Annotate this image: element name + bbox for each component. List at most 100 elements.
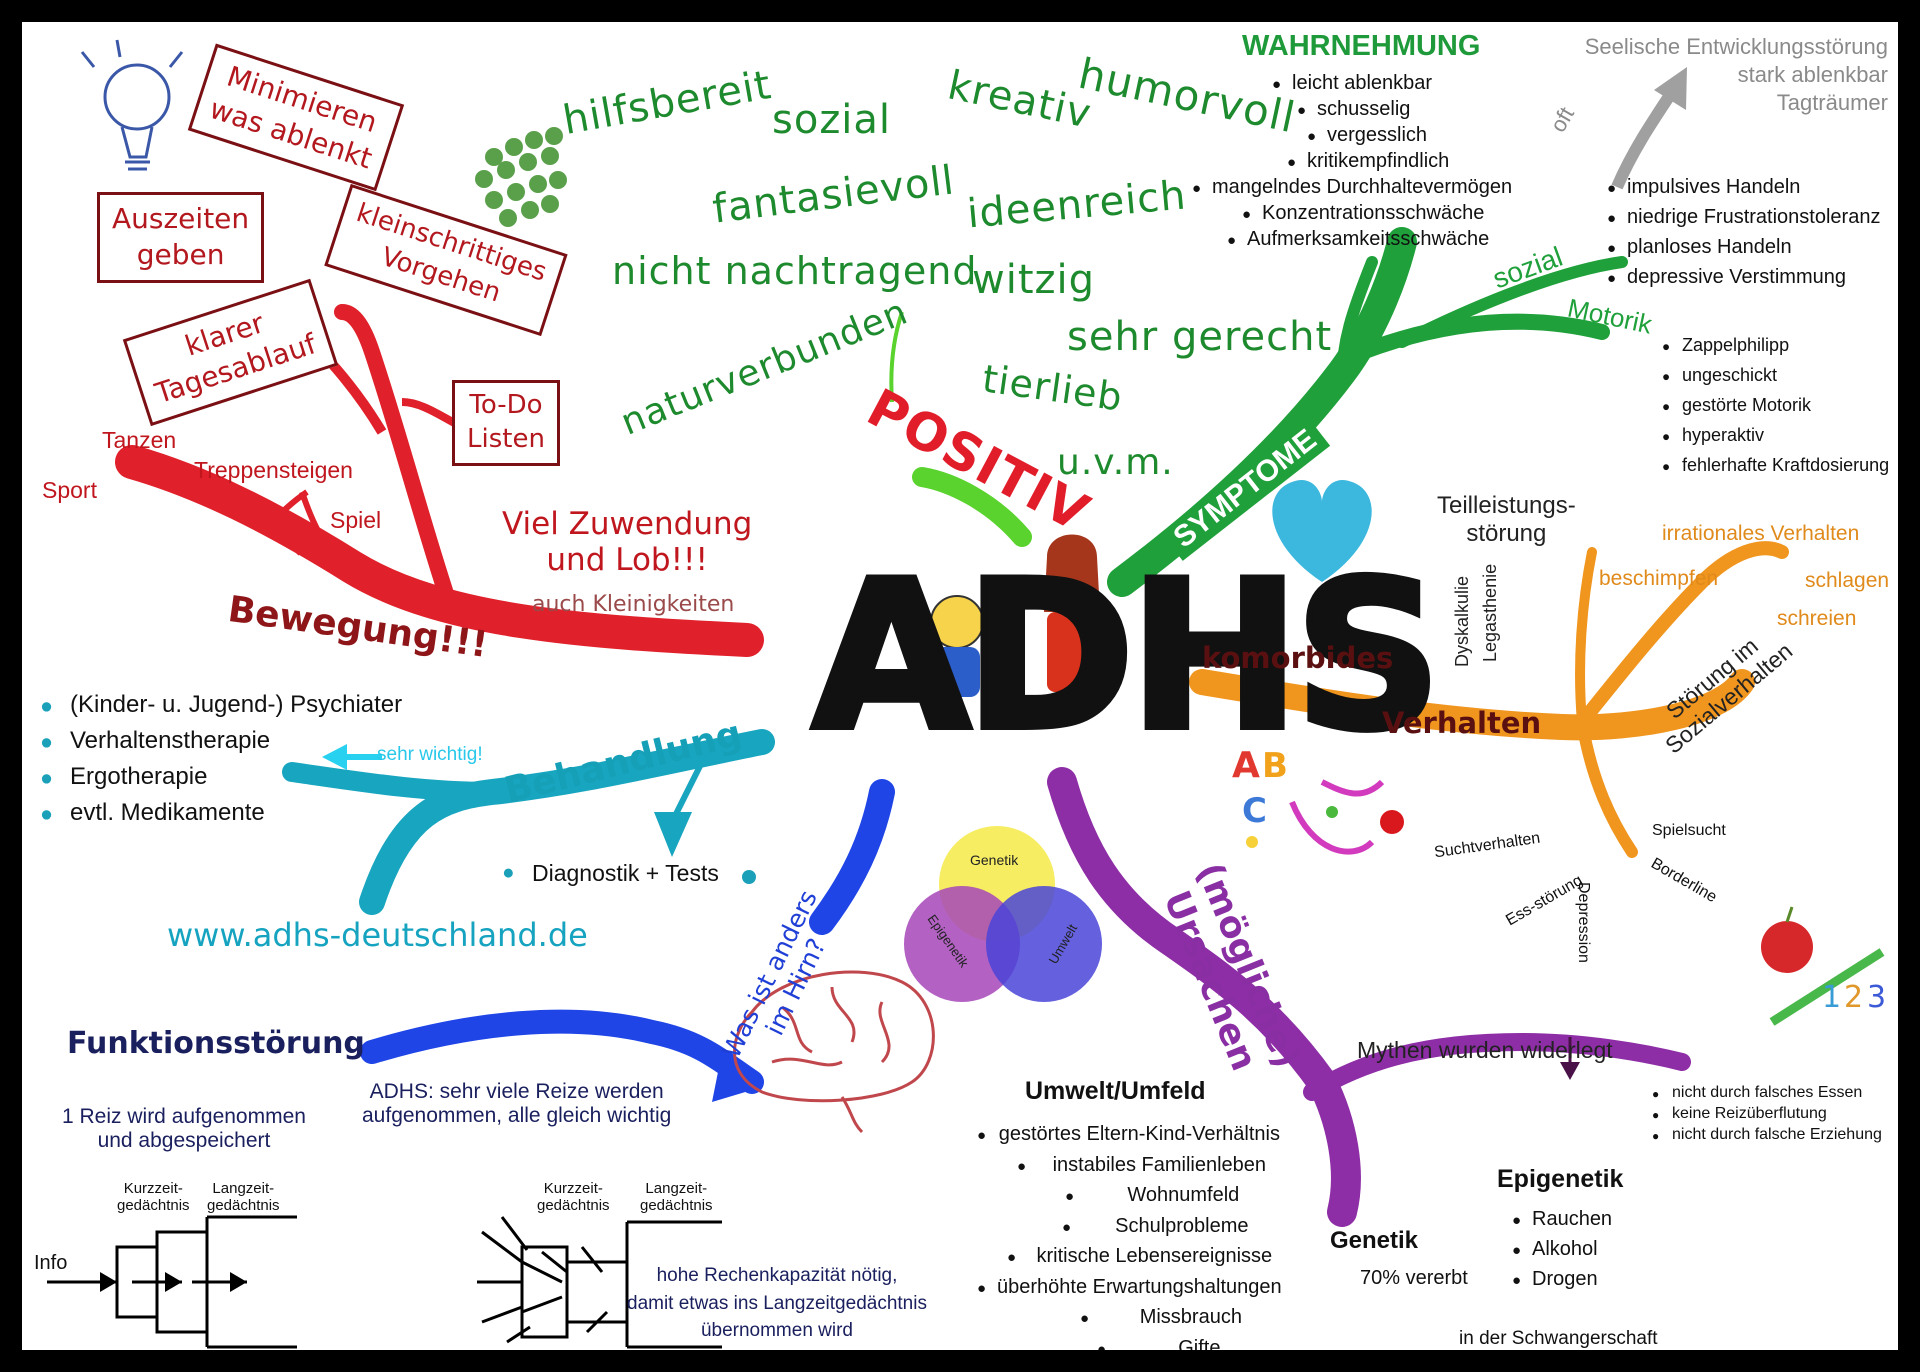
umwelt-list: gestörtes Eltern-Kind-Verhältnis instabi… xyxy=(977,1119,1282,1350)
genetik-value: 70% vererbt xyxy=(1360,1267,1468,1289)
website-link[interactable]: www.adhs-deutschland.de xyxy=(167,916,588,954)
umwelt-item: gestörtes Eltern-Kind-Verhältnis xyxy=(977,1119,1282,1151)
kleinigkeiten-label: auch Kleinigkeiten xyxy=(532,592,735,617)
positiv-uvm: u.v.m. xyxy=(1057,442,1174,483)
treppen-label: Treppensteigen xyxy=(194,457,353,483)
memory-arrowhead xyxy=(230,1272,247,1292)
behandlung-arrow xyxy=(654,812,692,857)
behandlung-item: Verhaltenstherapie xyxy=(40,723,402,760)
seelisch-line-2: stark ablenkbar xyxy=(1737,62,1888,87)
motorik-item: hyperaktiv xyxy=(1662,420,1889,452)
symptome-subbranch xyxy=(1354,313,1610,360)
wahrnehmung-item: vergesslich xyxy=(1307,122,1512,150)
wahrnehmung-item: mangelndes Durchhaltevermögen xyxy=(1192,174,1512,202)
depression-label: Depression xyxy=(1575,882,1592,963)
motorik-list: Zappelphilipp ungeschickt gestörte Motor… xyxy=(1662,330,1889,482)
schreien-label: schreien xyxy=(1777,607,1857,630)
ursachen-subbranch xyxy=(1303,1032,1691,1101)
sozial-item: niedrige Frustrationstoleranz xyxy=(1607,202,1880,234)
wahrnehmung-item: leicht ablenkbar xyxy=(1272,70,1512,98)
svg-text:B: B xyxy=(1262,746,1288,786)
positiv-nicht-nachtragend: nicht nachtragend xyxy=(612,249,978,293)
dots-icon xyxy=(475,127,567,227)
teilleistung-label: Teilleistungs- störung xyxy=(1437,492,1576,547)
diagnostik-list: Diagnostik + Tests xyxy=(502,860,719,887)
green-stroke xyxy=(889,311,904,403)
zuwendung-label: Viel Zuwendung und Lob!!! xyxy=(502,506,753,578)
sozial-list: impulsives Handeln niedrige Frustrations… xyxy=(1607,172,1880,294)
dyskalkulie-label: Dyskalkulie xyxy=(1452,575,1472,667)
mythen-list: nicht durch falsches Essen keine Reizübe… xyxy=(1652,1082,1882,1147)
red-subbranch xyxy=(334,304,460,620)
irrational-label: irrationales Verhalten xyxy=(1662,522,1860,545)
motorik-item: Zappelphilipp xyxy=(1662,330,1889,362)
funktion-branch xyxy=(360,1009,764,1094)
motorik-item: gestörte Motorik xyxy=(1662,390,1889,422)
umwelt-title: Umwelt/Umfeld xyxy=(1025,1077,1206,1105)
wichtig-label: sehr wichtig! xyxy=(377,744,483,765)
epigenetik-item: Drogen xyxy=(1512,1264,1612,1296)
spiel-label: Spiel xyxy=(330,507,382,533)
branch-layer: A B C 1 2 3 ADHS xyxy=(47,39,1886,1349)
heart-icon xyxy=(1272,480,1372,582)
wahrnehmung-item: schusselig xyxy=(1297,96,1512,124)
umwelt-item: kritische Lebensereignisse xyxy=(1007,1241,1282,1273)
motorik-item: ungeschickt xyxy=(1662,360,1889,392)
orange-branch xyxy=(1189,669,1755,741)
diagnostik-end-dot xyxy=(742,870,756,884)
behandlung-item: evtl. Medikamente xyxy=(40,795,402,832)
epigenetik-item: Rauchen xyxy=(1512,1204,1612,1236)
cartoon-boy-icon xyxy=(930,595,984,697)
legasthenie-label: Legasthenie xyxy=(1480,563,1500,662)
info-label: Info xyxy=(34,1252,68,1274)
sozial-item: impulsives Handeln xyxy=(1607,172,1880,204)
wahrnehmung-item: Aufmerksamkeitsschwäche xyxy=(1227,226,1512,254)
schlagen-label: schlagen xyxy=(1805,569,1890,592)
lightbulb-icon xyxy=(80,39,184,171)
epigenetik-list: Rauchen Alkohol Drogen xyxy=(1512,1204,1612,1296)
red-subbranch xyxy=(190,472,306,556)
umwelt-item: instabiles Familienleben xyxy=(1017,1150,1282,1182)
mythen-item: nicht durch falsche Erziehung xyxy=(1652,1124,1882,1147)
venn-epigenetik xyxy=(904,886,1020,1002)
mythen-label: Mythen wurden widerlegt xyxy=(1357,1037,1613,1063)
epigenetik-item: Alkohol xyxy=(1512,1234,1612,1266)
wahrnehmung-list: leicht ablenkbar schusselig vergesslich … xyxy=(1192,70,1512,254)
komorbid-label-1: komorbides xyxy=(1202,641,1394,675)
brain-icon xyxy=(733,970,935,1134)
positiv-sehr-gerecht: sehr gerecht xyxy=(1067,314,1333,360)
oft-arrowhead xyxy=(1654,67,1687,110)
box-auszeiten: Auszeiten geben xyxy=(97,192,265,283)
spielsucht-label: Spielsucht xyxy=(1652,822,1726,839)
cartoon-woman-icon xyxy=(1044,534,1102,692)
schwangerschaft-label: in der Schwangerschaft xyxy=(1459,1328,1658,1349)
hirn-branch xyxy=(809,779,895,935)
positiv-witzig: witzig xyxy=(972,257,1096,303)
memory-arrowhead xyxy=(165,1272,182,1292)
funktion-label: Funktionsstörung xyxy=(67,1026,365,1061)
svg-text:1: 1 xyxy=(1822,980,1841,1015)
sozial-item: planloses Handeln xyxy=(1607,232,1880,264)
green-branch xyxy=(912,467,1032,547)
abc-paint-icon: A B C xyxy=(1232,745,1404,855)
umwelt-item: Wohnumfeld xyxy=(1065,1180,1282,1212)
svg-text:C: C xyxy=(1242,791,1267,831)
beschimpfen-label: beschimpfen xyxy=(1599,567,1719,590)
sozial-item: depressive Verstimmung xyxy=(1607,262,1880,294)
wahrnehmung-item: kritikempfindlich xyxy=(1287,148,1512,176)
svg-text:A: A xyxy=(1232,745,1260,786)
behandlung-item: (Kinder- u. Jugend-) Psychiater xyxy=(40,687,402,724)
reiz-single-label: 1 Reiz wird aufgenommen und abgespeicher… xyxy=(62,1105,306,1153)
ursachen-branch xyxy=(1047,767,1361,1227)
mindmap-board: A B C 1 2 3 ADHS hilfsbereit sozial krea… xyxy=(22,22,1898,1350)
apple-pencil-icon: 1 2 3 xyxy=(1761,906,1886,1026)
schwanger-arrowhead xyxy=(1560,1062,1580,1080)
orange-subbranch xyxy=(1576,716,1638,858)
rechen-label: hohe Rechenkapazität nötig, damit etwas … xyxy=(627,1265,927,1342)
behandlung-list: (Kinder- u. Jugend-) Psychiater Verhalte… xyxy=(40,687,402,832)
umwelt-item: überhöhte Erwartungshaltungen xyxy=(977,1272,1282,1304)
epigenetik-title: Epigenetik xyxy=(1497,1165,1624,1193)
reiz-adhs-label: ADHS: sehr viele Reize werden aufgenomme… xyxy=(362,1080,672,1128)
symptome-subbranch xyxy=(1396,256,1628,348)
wahrnehmung-title: WAHRNEHMUNG xyxy=(1242,30,1481,62)
